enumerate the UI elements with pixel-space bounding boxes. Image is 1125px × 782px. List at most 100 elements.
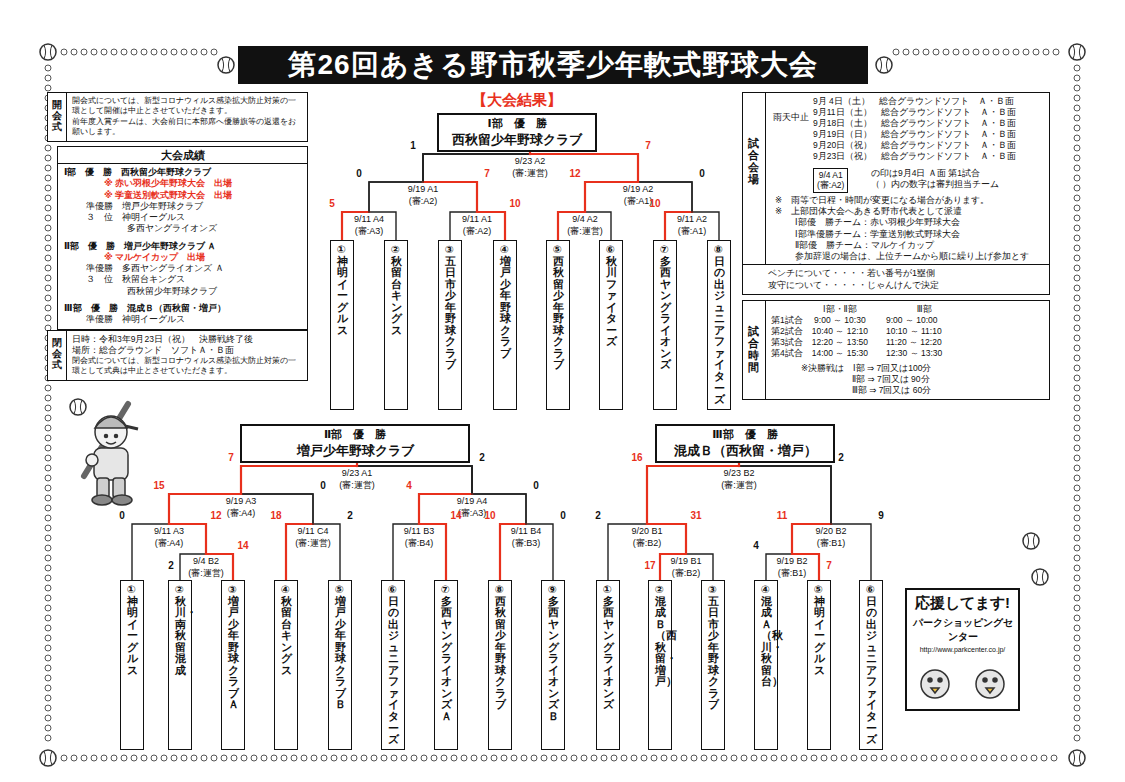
border-dot	[121, 755, 127, 761]
border-dot	[1074, 595, 1080, 601]
node-text: Ⅲ部	[917, 304, 932, 315]
border-dot	[45, 615, 51, 621]
node-text: Ⅰ部・Ⅱ部	[823, 304, 857, 315]
vertical-label: ⑧西秋留少年野球クラブ	[495, 584, 506, 711]
border-dot	[571, 755, 577, 761]
match-info: (審:B1)	[817, 538, 846, 549]
border-dot	[45, 225, 51, 231]
border-dot	[331, 755, 337, 761]
node-text: ３ 位 神明イーグルス	[86, 212, 301, 223]
score: 2	[595, 510, 601, 522]
border-dot	[581, 755, 587, 761]
bracket-stroke	[356, 463, 357, 466]
score: 2	[347, 510, 353, 522]
vertical-label: ⑨多西ヤングライオンズＢ	[548, 584, 559, 723]
vertical-label: ②秋留台キングス	[391, 244, 402, 336]
border-dot	[701, 755, 707, 761]
node-text: Ⅱ部 ⇒ 7回又は 90分	[852, 374, 1044, 385]
border-dot	[45, 435, 51, 441]
border-dot	[953, 49, 959, 55]
border-dot	[1074, 615, 1080, 621]
border-dot	[943, 49, 949, 55]
border-dot	[791, 755, 797, 761]
match-info: 9/20 B1	[631, 526, 662, 537]
border-dot	[1074, 75, 1080, 81]
border-dot	[1074, 255, 1080, 261]
score: 2	[838, 452, 844, 464]
border-dot	[1031, 755, 1037, 761]
border-dot	[591, 755, 597, 761]
border-dot	[45, 85, 51, 91]
border-dot	[1074, 125, 1080, 131]
team-box: ②混成Ｂ（西秋留・増戸）	[648, 580, 672, 750]
node-text: 9月18日（土） 総合グラウンドソフト Ａ・Ｂ面	[813, 118, 1044, 129]
border-dot	[45, 485, 51, 491]
border-dot	[621, 755, 627, 761]
border-dot	[871, 755, 877, 761]
border-dot	[681, 755, 687, 761]
border-dot	[45, 195, 51, 201]
border-dot	[891, 755, 897, 761]
match-info: (審:B2)	[633, 538, 662, 549]
border-dot	[45, 275, 51, 281]
match-info: (審:A3)	[355, 226, 384, 237]
ball-outline	[218, 57, 234, 73]
score: 10	[484, 510, 495, 522]
border-dot	[45, 565, 51, 571]
border-dot	[501, 755, 507, 761]
baseball-icon	[876, 57, 892, 73]
match-info: 9/19 A1	[408, 184, 439, 195]
border-dot	[1074, 105, 1080, 111]
team-box: ⑥日の出ジュニアファイターズ	[381, 580, 405, 750]
border-dot	[151, 49, 157, 55]
border-dot	[71, 49, 77, 55]
border-dot	[881, 755, 887, 761]
vertical-label: ⑥秋川ファイターズ	[606, 244, 617, 348]
border-dot	[191, 49, 197, 55]
baseball-icon	[1069, 44, 1085, 60]
border-dot	[371, 755, 377, 761]
border-dot	[1074, 445, 1080, 451]
score: 7	[645, 140, 651, 152]
border-dot	[731, 755, 737, 761]
border-dot	[45, 495, 51, 501]
team-box: ⑧日の出ジュニアファイターズ	[707, 240, 731, 410]
border-dot	[261, 755, 267, 761]
border-dot	[71, 755, 77, 761]
score: 14	[450, 510, 461, 522]
border-dot	[1074, 155, 1080, 161]
ball-seam	[1079, 751, 1081, 765]
border-dot	[45, 395, 51, 401]
border-dot	[1074, 65, 1080, 71]
ball-seam	[886, 58, 888, 72]
border-dot	[45, 535, 51, 541]
border-dot	[1074, 555, 1080, 561]
vertical-label: ④混成Ａ（秋川・秋留台）	[761, 584, 772, 688]
border-dot	[45, 715, 51, 721]
ball-seam	[1073, 751, 1075, 765]
info-panel: 開会式開会式については、新型コロナウィルス感染拡大防止対策の一環として開催は中止…	[47, 92, 308, 142]
border-dot	[1074, 205, 1080, 211]
match-info: 9/11 A3	[154, 526, 184, 537]
score: 0	[533, 480, 539, 492]
border-dot	[1074, 725, 1080, 731]
node-text: ※ 学童送別軟式野球大会 出場	[104, 190, 301, 201]
ball-outline	[876, 57, 892, 73]
score: 10	[509, 198, 520, 210]
border-dot	[1074, 425, 1080, 431]
border-dot	[111, 755, 117, 761]
border-dot	[1043, 49, 1049, 55]
border-dot	[981, 755, 987, 761]
border-dot	[45, 245, 51, 251]
match-info: 9/19 B1	[670, 556, 701, 567]
border-dot	[45, 695, 51, 701]
node-text: 第3試合 12:20 ～ 13:50 11:20 ～ 12:20	[771, 337, 1044, 348]
team-box: ⑤神明イーグルス	[807, 580, 831, 750]
border-dot	[45, 635, 51, 641]
border-dot	[1074, 715, 1080, 721]
vertical-label: 閉会式	[52, 337, 62, 370]
border-dot	[1001, 755, 1007, 761]
border-dot	[1041, 755, 1047, 761]
border-dot	[1074, 695, 1080, 701]
border-dot	[1074, 185, 1080, 191]
